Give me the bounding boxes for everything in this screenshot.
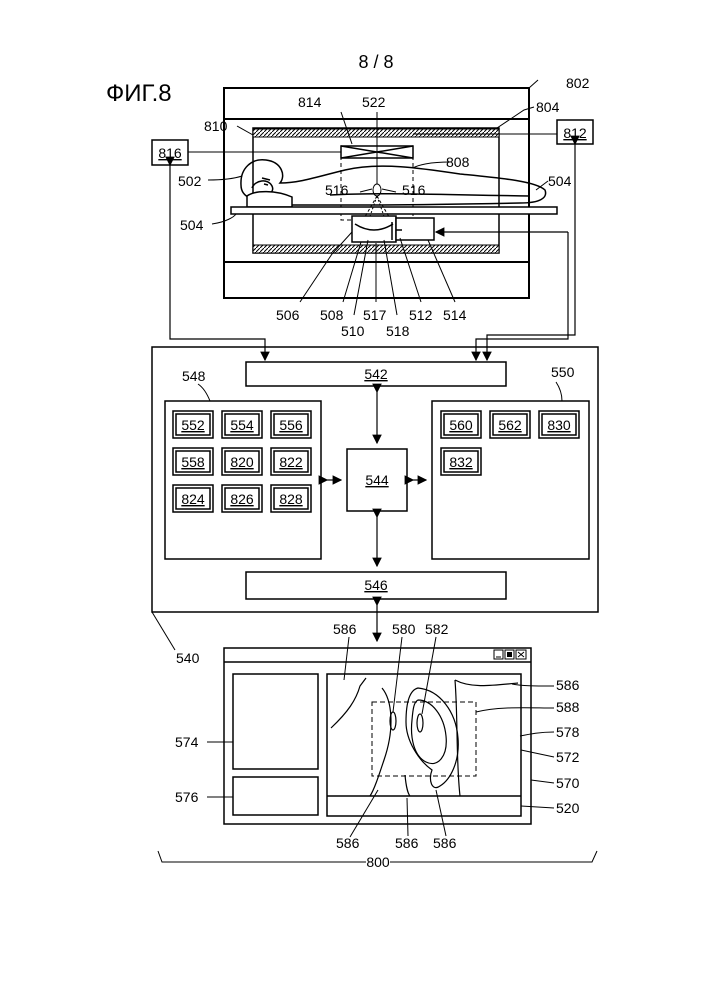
module-box-826: 826 xyxy=(222,485,262,512)
label-586-bottom-1: 586 xyxy=(336,835,360,851)
label-816: 816 xyxy=(158,145,182,161)
figure-title: ФИГ.8 xyxy=(106,80,172,107)
label-808: 808 xyxy=(446,154,470,170)
label-580: 580 xyxy=(392,621,416,637)
module-label-562: 562 xyxy=(498,417,522,433)
label-508: 508 xyxy=(320,307,344,323)
module-box-556: 556 xyxy=(271,411,311,438)
label-504-right: 504 xyxy=(548,173,572,189)
label-520: 520 xyxy=(556,800,580,816)
upper-gradient-coil xyxy=(253,129,499,137)
page-number: 8 / 8 xyxy=(358,52,393,72)
label-578: 578 xyxy=(556,724,580,740)
label-522: 522 xyxy=(362,94,386,110)
label-804: 804 xyxy=(536,99,560,115)
module-label-822: 822 xyxy=(279,454,303,470)
module-box-558: 558 xyxy=(173,448,213,475)
label-510: 510 xyxy=(341,323,365,339)
memory-modules: 560 562 830 832 xyxy=(441,411,579,475)
module-label-560: 560 xyxy=(449,417,473,433)
label-586-right: 586 xyxy=(556,677,580,693)
module-label-832: 832 xyxy=(449,454,473,470)
hifu-transducer xyxy=(352,216,434,242)
module-label-554: 554 xyxy=(230,417,254,433)
label-570: 570 xyxy=(556,775,580,791)
module-label-552: 552 xyxy=(181,417,205,433)
module-label-556: 556 xyxy=(279,417,303,433)
label-514: 514 xyxy=(443,307,467,323)
module-label-830: 830 xyxy=(547,417,571,433)
label-544: 544 xyxy=(365,472,389,488)
module-box-830: 830 xyxy=(539,411,579,438)
label-810: 810 xyxy=(204,118,228,134)
module-box-822: 822 xyxy=(271,448,311,475)
module-label-826: 826 xyxy=(230,491,254,507)
label-506: 506 xyxy=(276,307,300,323)
bus-arrows xyxy=(327,392,426,641)
label-517: 517 xyxy=(363,307,387,323)
patient-table xyxy=(231,207,557,214)
label-576: 576 xyxy=(175,789,199,805)
module-box-562: 562 xyxy=(490,411,530,438)
module-box-824: 824 xyxy=(173,485,213,512)
label-512: 512 xyxy=(409,307,433,323)
label-574: 574 xyxy=(175,734,199,750)
module-label-558: 558 xyxy=(181,454,205,470)
label-800: 800 xyxy=(366,854,390,870)
label-586-top: 586 xyxy=(333,621,357,637)
label-582: 582 xyxy=(425,621,449,637)
label-516-left: 516 xyxy=(325,182,349,198)
module-label-828: 828 xyxy=(279,491,303,507)
label-550: 550 xyxy=(551,364,575,380)
head-support xyxy=(247,192,292,207)
label-504-left: 504 xyxy=(180,217,204,233)
label-572: 572 xyxy=(556,749,580,765)
label-588: 588 xyxy=(556,699,580,715)
maximize-icon xyxy=(507,652,512,657)
label-586-bottom-3: 586 xyxy=(433,835,457,851)
label-548: 548 xyxy=(182,368,206,384)
module-box-560: 560 xyxy=(441,411,481,438)
label-542: 542 xyxy=(364,366,388,382)
module-box-552: 552 xyxy=(173,411,213,438)
label-516-right: 516 xyxy=(402,182,426,198)
label-812: 812 xyxy=(563,125,587,141)
module-box-554: 554 xyxy=(222,411,262,438)
module-box-828: 828 xyxy=(271,485,311,512)
label-502: 502 xyxy=(178,173,202,189)
scanner-leaders xyxy=(188,80,557,315)
label-814: 814 xyxy=(298,94,322,110)
module-box-820: 820 xyxy=(222,448,262,475)
label-518: 518 xyxy=(386,323,410,339)
module-label-820: 820 xyxy=(230,454,254,470)
label-802: 802 xyxy=(566,75,590,91)
module-box-832: 832 xyxy=(441,448,481,475)
storage-modules: 552 554 556 558 820 822 824 826 828 xyxy=(173,411,311,512)
label-586-bottom-2: 586 xyxy=(395,835,419,851)
minimize-button[interactable] xyxy=(494,650,503,659)
label-540: 540 xyxy=(176,650,200,666)
module-label-824: 824 xyxy=(181,491,205,507)
label-546: 546 xyxy=(364,577,388,593)
